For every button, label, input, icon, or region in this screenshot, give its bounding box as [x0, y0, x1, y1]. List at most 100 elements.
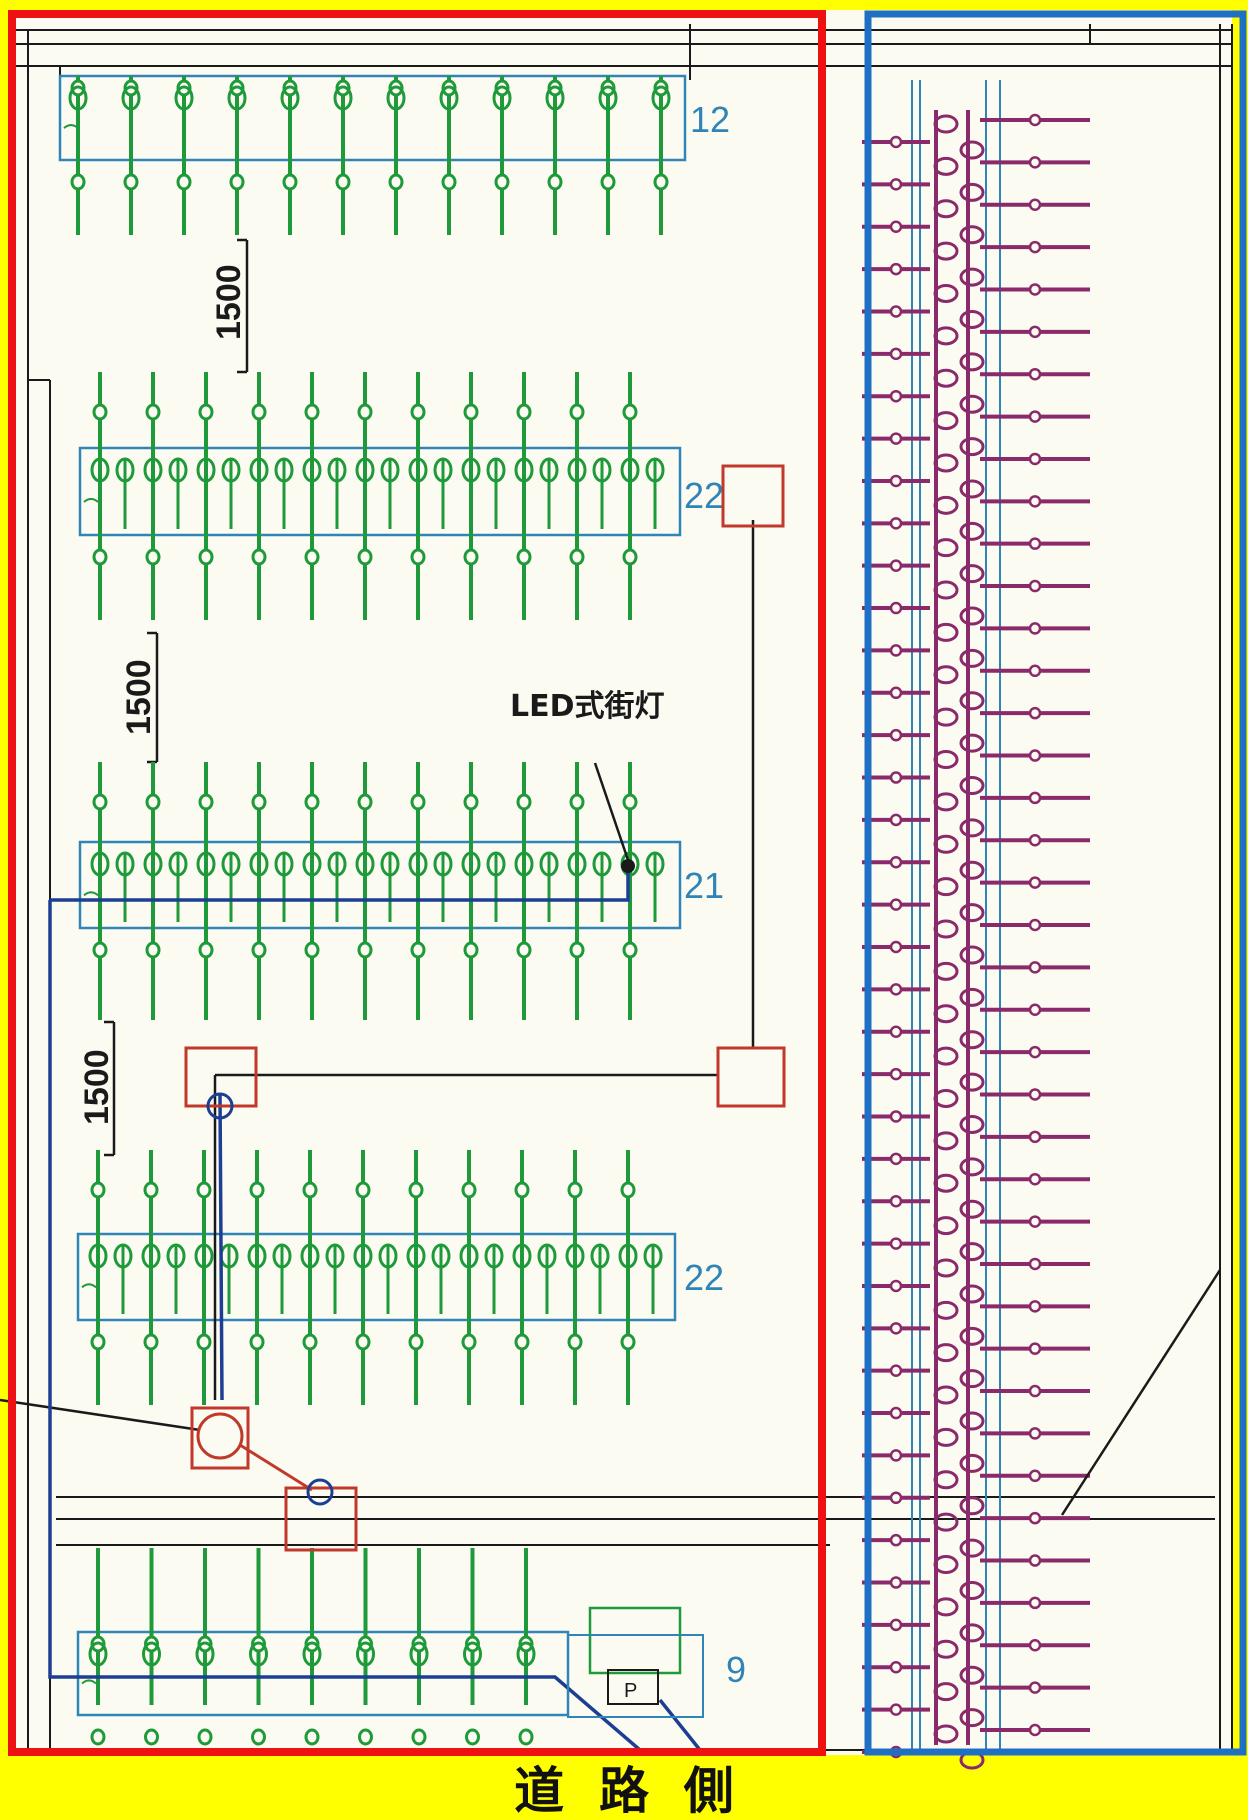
plant-column	[356, 1548, 375, 1746]
purple-plant	[862, 834, 1090, 880]
purple-plant	[862, 1045, 1090, 1092]
plant-column	[196, 762, 241, 1020]
planting-bed	[58, 74, 687, 235]
plant-column	[196, 372, 241, 620]
plant-column	[353, 1150, 398, 1405]
purple-plant	[862, 537, 1090, 584]
plant-column	[463, 1548, 482, 1746]
plant-column	[121, 76, 141, 235]
left-area-frame	[8, 10, 826, 1756]
purple-plant	[862, 918, 1090, 965]
plant-column	[461, 762, 506, 1020]
plant-column	[620, 762, 665, 1020]
plant-column	[565, 1150, 610, 1405]
plant-column	[88, 1548, 108, 1746]
planting-bed	[78, 372, 682, 620]
purple-plant	[862, 495, 1090, 541]
bed-hedge-line	[81, 1283, 97, 1289]
purple-plant	[862, 791, 1090, 838]
plant-column	[194, 1150, 239, 1405]
purple-plant	[862, 1511, 1090, 1558]
purple-plant	[862, 198, 1090, 245]
purple-plant	[862, 452, 1090, 499]
led-streetlight-label: LED式街灯	[510, 689, 665, 724]
bed-count-label: 12	[690, 99, 730, 140]
blue-cable-lines	[48, 866, 702, 1752]
purple-plant	[862, 283, 1090, 329]
purple-plant	[862, 706, 1090, 753]
purple-plant	[862, 1342, 1090, 1389]
plant-column	[408, 372, 453, 620]
purple-plant	[862, 1639, 1090, 1685]
plant-column	[459, 1150, 504, 1405]
plant-column	[439, 76, 459, 235]
plant-column	[620, 372, 665, 620]
planting-beds	[58, 74, 687, 1746]
bed-hedge-line	[81, 1679, 97, 1685]
purple-plant	[862, 1130, 1090, 1177]
plant-column	[516, 1548, 536, 1746]
planting-bed	[78, 762, 682, 1020]
plant-column	[545, 76, 565, 235]
purple-plant	[862, 1554, 1090, 1601]
plant-column	[143, 372, 188, 620]
bed-count-label: 21	[684, 865, 724, 906]
purple-plant	[862, 579, 1090, 626]
purple-plant	[862, 1215, 1090, 1262]
purple-plant	[862, 1596, 1090, 1643]
plant-column	[461, 372, 506, 620]
plant-column	[355, 762, 400, 1020]
junction-box	[190, 1406, 250, 1470]
bed-hedge-line	[63, 124, 79, 129]
plant-column	[142, 1548, 161, 1746]
bed-outline	[58, 74, 687, 162]
plant-column	[514, 372, 559, 620]
right-area-frame	[864, 10, 1247, 1756]
purple-plant	[862, 749, 1090, 796]
purple-plant	[862, 1300, 1090, 1346]
plant-column	[174, 76, 194, 235]
purple-plant	[862, 1469, 1090, 1516]
plant-column	[247, 1150, 292, 1405]
purple-plant	[862, 325, 1090, 372]
plant-column	[651, 76, 671, 235]
plant-column	[90, 762, 135, 1020]
purple-plant	[862, 1003, 1090, 1050]
red-connector-line	[239, 1443, 313, 1492]
plant-column	[408, 762, 453, 1020]
bed-hedge-line	[83, 891, 99, 897]
bed-hedge-line	[83, 497, 99, 503]
plant-column	[300, 1150, 345, 1405]
led-streetlight-marker	[621, 859, 635, 873]
bed-count-label: 9	[726, 1649, 746, 1690]
dimension-label-2: 1500	[120, 659, 158, 735]
junction-box	[721, 464, 785, 528]
planting-bed	[76, 1150, 677, 1405]
plant-column	[249, 762, 294, 1020]
purple-plant	[862, 410, 1090, 457]
junction-box	[716, 1046, 786, 1108]
plant-column	[195, 1548, 215, 1746]
purple-plant	[862, 1384, 1090, 1431]
junction-boxes	[184, 464, 786, 1552]
plant-column	[68, 76, 88, 235]
pole-marker	[306, 1478, 334, 1506]
plant-column	[302, 762, 347, 1020]
plant-column	[512, 1150, 557, 1405]
plant-column	[355, 372, 400, 620]
purple-plant	[862, 1427, 1090, 1473]
plant-column	[88, 1150, 133, 1405]
plant-column	[280, 76, 300, 235]
plant-column	[492, 76, 512, 235]
dimension-label-1: 1500	[210, 264, 248, 340]
plant-column	[302, 372, 347, 620]
plant-column	[409, 1548, 429, 1746]
purple-planting-row	[862, 80, 1090, 1770]
junction-box	[184, 1046, 258, 1108]
bed-count-label: 22	[684, 475, 724, 516]
plant-column	[90, 372, 135, 620]
purple-plant	[862, 156, 1090, 202]
purple-plant	[862, 367, 1090, 414]
bed-count-label: 22	[684, 1257, 724, 1298]
